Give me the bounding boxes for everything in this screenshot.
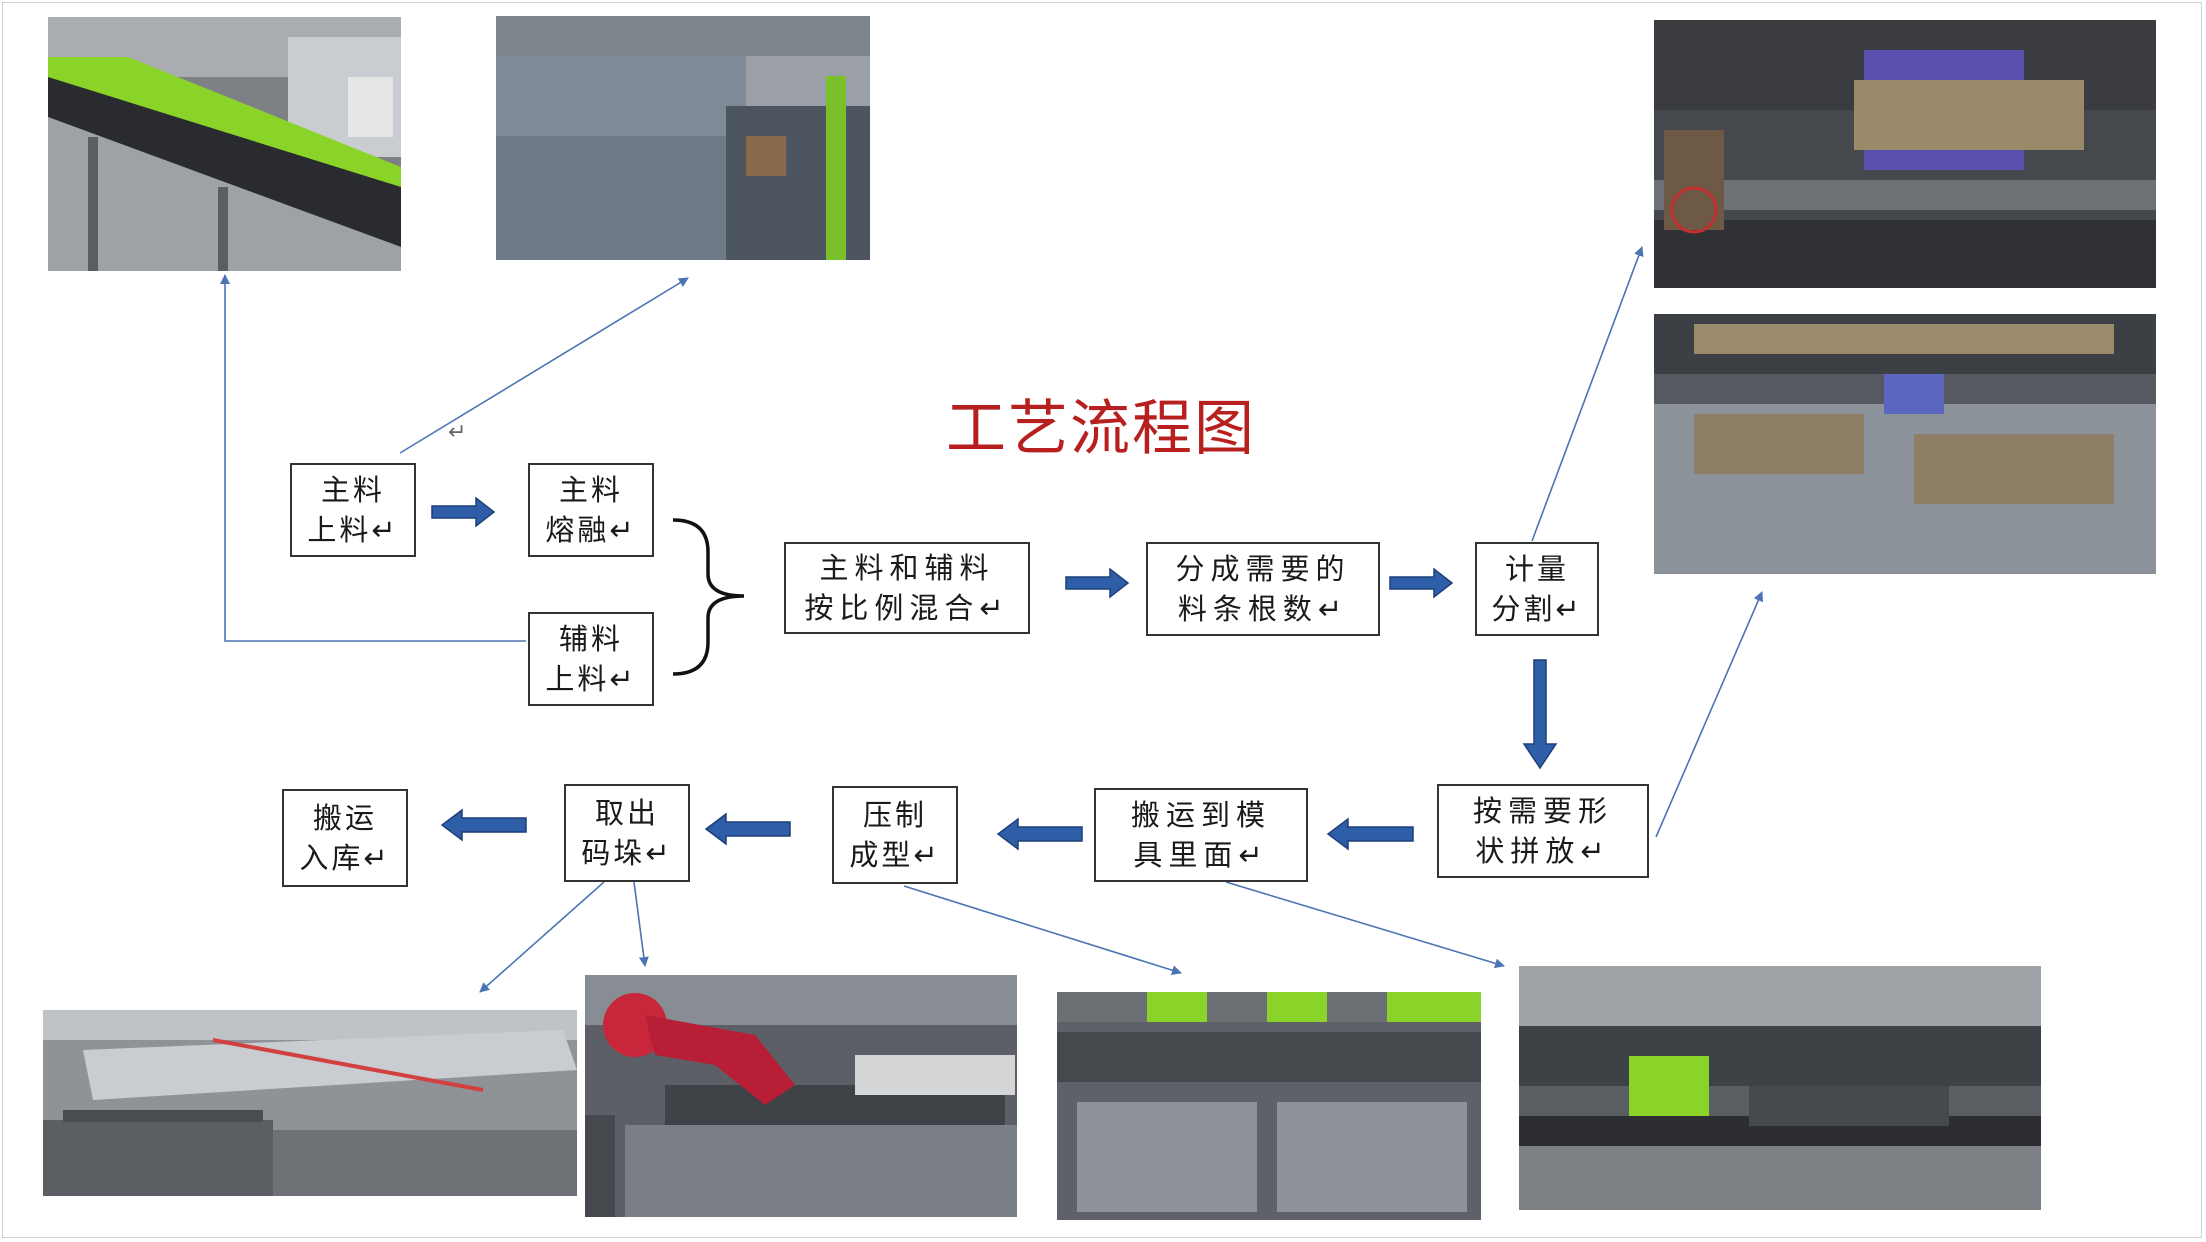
photo-conveyor-feed	[48, 17, 401, 271]
node-aux-feed-line1: 辅料	[558, 622, 623, 656]
node-split-count-line1: 分成需要的	[1175, 552, 1351, 586]
stray-return-mark: ↵	[448, 420, 467, 445]
node-main-feed-line2: 上料↵	[307, 513, 399, 547]
node-measure-cut-line2: 分割↵	[1491, 592, 1583, 626]
node-transfer-mold-line1: 搬运到模	[1130, 798, 1271, 832]
node-aux-feed: 辅料 上料↵	[528, 612, 654, 706]
link-stack-to-gripper-photo	[479, 881, 605, 993]
node-main-melt-line2: 熔融↵	[545, 513, 637, 547]
flow-arrow-transfer-to-press	[996, 817, 1083, 851]
photo-arranging-station	[1654, 314, 2156, 574]
node-remove-stack-line2: 码垛↵	[581, 836, 673, 870]
node-store-line1: 搬运	[312, 801, 377, 835]
flow-arrow-mix-to-split	[1065, 567, 1130, 599]
photo-cutting-station	[1654, 20, 2156, 288]
photo-melting-machine	[496, 16, 870, 260]
flow-arrow-stack-to-store	[440, 808, 527, 842]
node-main-feed-line1: 主料	[320, 473, 385, 507]
node-arrange: 按需要形 状拼放↵	[1437, 784, 1649, 878]
node-measure-cut: 计量 分割↵	[1475, 542, 1599, 636]
node-press-form-line2: 成型↵	[849, 838, 941, 872]
node-transfer-mold: 搬运到模 具里面↵	[1094, 788, 1308, 882]
photo-palletizing-gripper	[43, 1010, 577, 1196]
photo-link-lines	[220, 246, 1764, 993]
photo-press-molds	[1057, 992, 1481, 1220]
flow-arrow-arrange-to-transfer	[1326, 817, 1414, 851]
diagram-title: 工艺流程图	[946, 394, 1256, 464]
link-cut-to-cutting-photo	[1531, 246, 1644, 542]
node-arrange-line1: 按需要形	[1472, 794, 1613, 828]
node-transfer-mold-line2: 具里面↵	[1133, 838, 1269, 872]
flow-arrow-cut-to-arrange	[1522, 659, 1558, 770]
flow-arrow-split-to-cut	[1389, 567, 1454, 599]
flow-arrow-feed-to-melt	[431, 496, 496, 528]
node-aux-feed-line2: 上料↵	[545, 662, 637, 696]
photo-mold-transfer	[1519, 966, 2041, 1210]
node-store: 搬运 入库↵	[282, 789, 408, 887]
merge-brace	[672, 518, 745, 676]
link-aux-to-conveyor-photo	[220, 274, 526, 642]
link-main-feed-to-melt-photo	[399, 277, 689, 454]
flow-arrow-press-to-stack	[704, 812, 791, 846]
node-store-line2: 入库↵	[299, 841, 391, 875]
flow-arrows	[431, 496, 1558, 851]
link-press-to-molds-photo	[903, 885, 1182, 976]
node-arrange-line2: 状拼放↵	[1475, 834, 1611, 868]
node-main-melt: 主料 熔融↵	[528, 463, 654, 557]
node-split-count: 分成需要的 料条根数↵	[1146, 542, 1380, 636]
node-split-count-line2: 料条根数↵	[1177, 592, 1349, 626]
node-mix-line1: 主料和辅料	[819, 551, 995, 585]
node-mix-line2: 按比例混合↵	[804, 591, 1010, 625]
node-measure-cut-line1: 计量	[1504, 552, 1569, 586]
link-arrange-to-arranging-photo	[1655, 591, 1764, 838]
link-stack-to-robot-photo	[633, 881, 649, 967]
photo-robot-arm-press	[585, 975, 1017, 1217]
node-press-form: 压制 成型↵	[832, 786, 958, 884]
node-remove-stack: 取出 码垛↵	[564, 784, 690, 882]
node-press-form-line1: 压制	[862, 798, 927, 832]
node-mix: 主料和辅料 按比例混合↵	[784, 542, 1030, 634]
node-remove-stack-line1: 取出	[594, 796, 659, 830]
node-main-melt-line1: 主料	[558, 473, 623, 507]
link-transfer-to-mold-photo	[1225, 881, 1505, 969]
node-main-feed: 主料 上料↵	[290, 463, 416, 557]
